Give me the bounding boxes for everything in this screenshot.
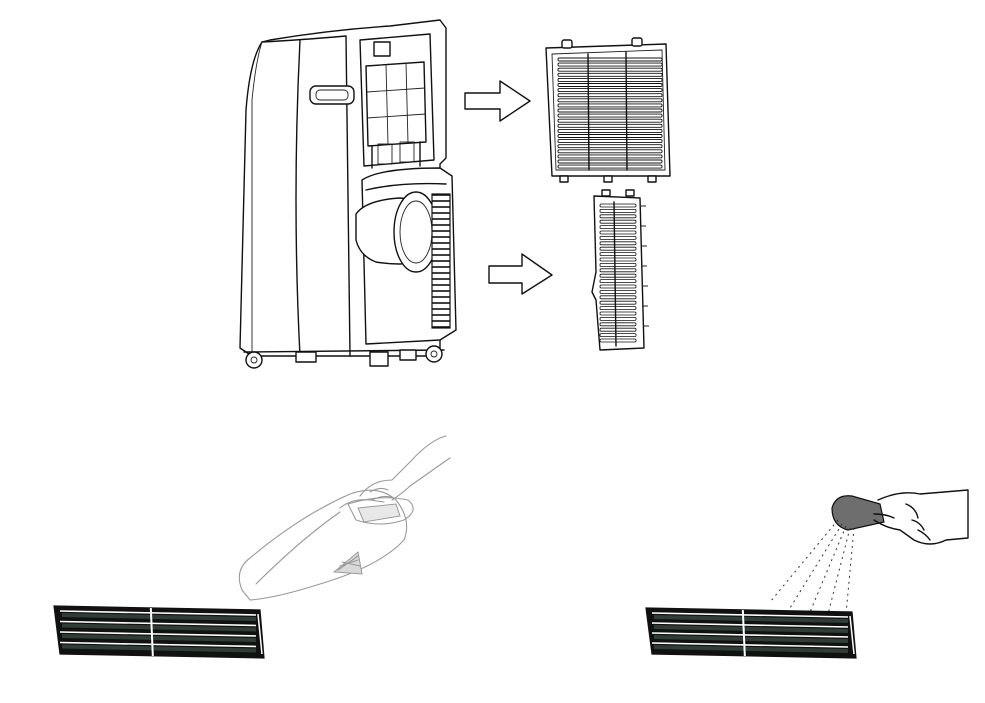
side-grill	[431, 193, 451, 329]
air-conditioner-unit	[239, 19, 457, 369]
arrow-upper	[464, 80, 531, 122]
hand-holding-vacuum	[359, 435, 451, 501]
unit-upper-filter-frame	[365, 61, 427, 169]
filter-under-spray	[645, 607, 857, 659]
carry-handle	[309, 85, 355, 105]
filter-under-vacuum	[53, 605, 265, 659]
lower-filter	[591, 189, 649, 351]
water-spray	[769, 519, 855, 615]
exhaust-port	[373, 41, 391, 57]
upper-filter	[545, 37, 671, 183]
arrow-lower	[488, 253, 553, 295]
round-air-outlet	[355, 191, 439, 273]
spray-head	[831, 495, 885, 531]
spray-nozzle-hand	[831, 489, 969, 545]
casters	[245, 345, 443, 369]
handheld-vacuum	[238, 489, 414, 601]
